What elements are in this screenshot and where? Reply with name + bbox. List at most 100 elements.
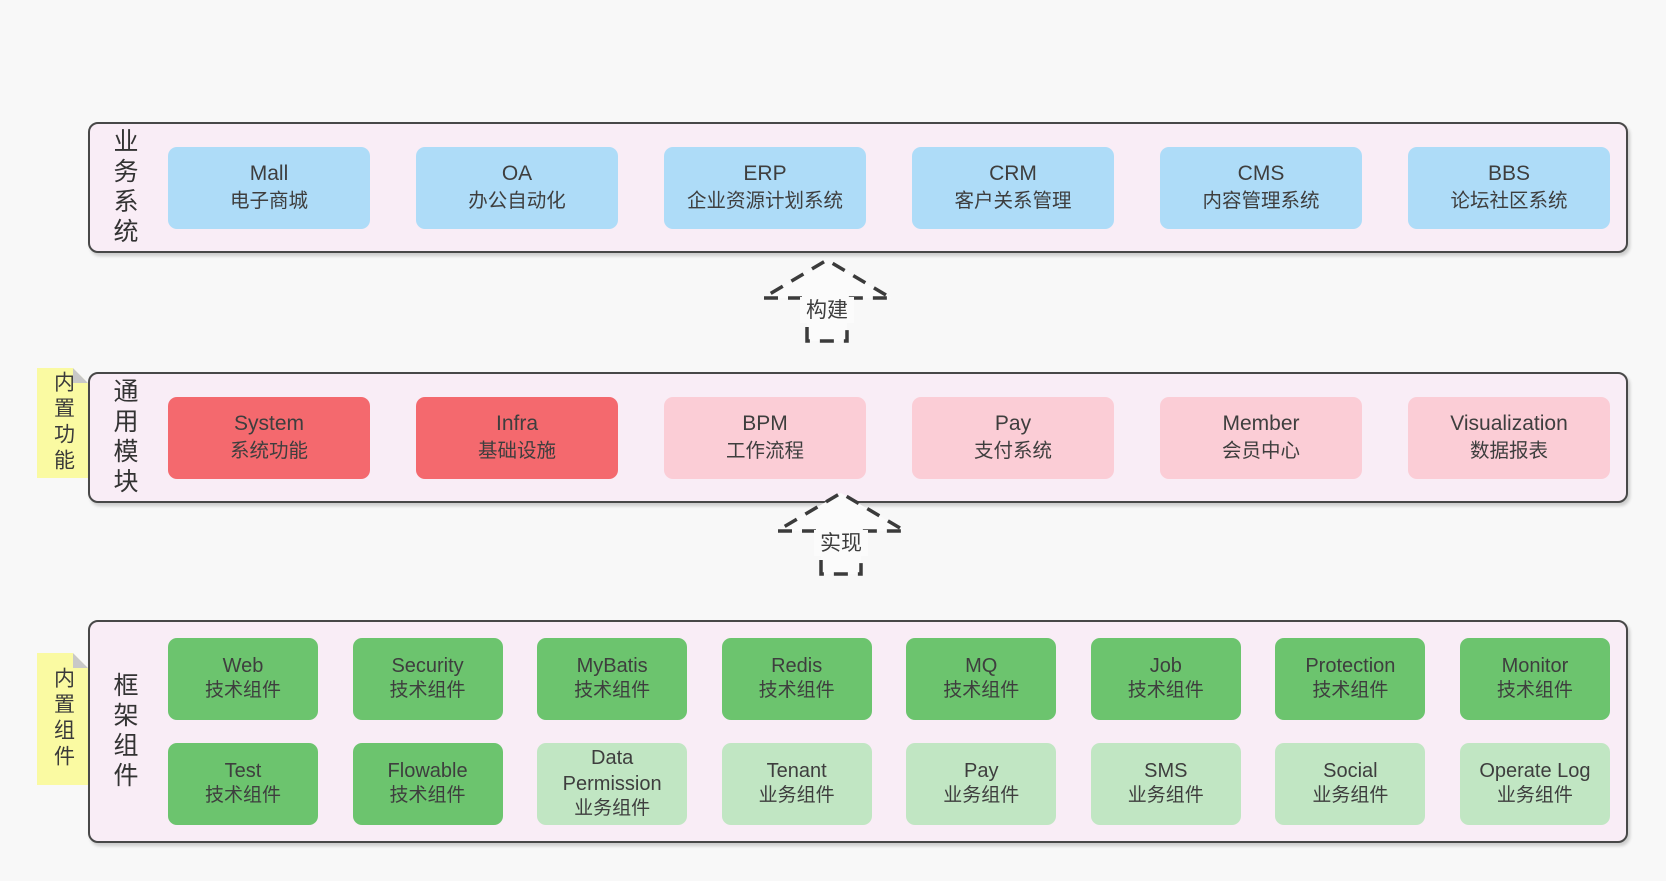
box-desc: 业务组件 [1496, 785, 1573, 807]
box-mall: Mall 电子商城 [168, 146, 370, 229]
box-desc: 数据报表 [1469, 440, 1548, 463]
box-pay: Pay 支付系统 [912, 396, 1114, 479]
box-desc: 企业资源计划系统 [686, 190, 843, 213]
implement-arrow: 实现 [770, 487, 912, 577]
box-name: Tenant [766, 759, 827, 782]
box-mybatis: MyBatis 技术组件 [537, 638, 688, 720]
box-operate-log: Operate Log 业务组件 [1459, 743, 1610, 825]
sticky-note-label: 内置组件 [51, 667, 75, 771]
box-data-permission: Data Permission 业务组件 [537, 743, 688, 825]
box-name: Redis [771, 654, 823, 677]
box-mq: MQ 技术组件 [906, 638, 1057, 720]
box-web: Web 技术组件 [168, 638, 318, 720]
box-name: Mall [249, 162, 289, 186]
box-name: Operate Log [1479, 759, 1591, 782]
box-name: Test [224, 759, 262, 782]
box-desc: 办公自动化 [468, 190, 566, 213]
box-desc: 电子商城 [229, 190, 308, 213]
box-oa: OA 办公自动化 [416, 146, 618, 229]
box-tenant: Tenant 业务组件 [721, 743, 872, 825]
box-infra: Infra 基础设施 [416, 396, 618, 479]
box-name: MyBatis [576, 654, 648, 677]
box-desc: 支付系统 [973, 440, 1052, 463]
box-name: ERP [743, 162, 787, 186]
box-name: Pay [994, 412, 1032, 436]
box-social: Social 业务组件 [1275, 743, 1426, 825]
box-erp: ERP 企业资源计划系统 [664, 146, 866, 229]
box-desc: 客户关系管理 [954, 190, 1072, 213]
box-desc: 工作流程 [725, 440, 804, 463]
box-name: Web [222, 654, 264, 677]
box-name: BPM [742, 412, 788, 436]
box-redis: Redis 技术组件 [721, 638, 872, 720]
box-desc: 业务组件 [943, 785, 1020, 807]
box-desc: 会员中心 [1221, 440, 1300, 463]
box-security: Security 技术组件 [352, 638, 503, 720]
box-member: Member 会员中心 [1160, 396, 1362, 479]
box-desc: 业务组件 [574, 798, 651, 820]
panel-title-framework-components: 框架组件 [110, 671, 138, 792]
box-protection: Protection 技术组件 [1275, 638, 1426, 720]
box-visualization: Visualization 数据报表 [1408, 396, 1610, 479]
box-name: Job [1149, 654, 1182, 677]
box-name: CMS [1237, 162, 1285, 186]
sticky-note-built-in-components: 内置组件 [37, 653, 88, 785]
box-name: CRM [989, 162, 1037, 186]
common-modules-row: System 系统功能 Infra 基础设施 BPM 工作流程 Pay 支付系统… [142, 374, 1626, 501]
dashed-up-arrow-icon: 实现 [770, 490, 912, 576]
box-desc: 技术组件 [389, 785, 466, 807]
common-modules-panel: 通用模块 System 系统功能 Infra 基础设施 BPM 工作流程 Pay… [88, 372, 1628, 503]
box-name: BBS [1487, 162, 1531, 186]
box-test: Test 技术组件 [168, 743, 318, 825]
box-name: Visualization [1450, 412, 1568, 436]
sticky-note-label: 内置功能 [51, 371, 75, 475]
box-job: Job 技术组件 [1090, 638, 1241, 720]
box-name: Member [1222, 412, 1300, 436]
box-desc: 技术组件 [1312, 680, 1389, 702]
biz-components-row: Test 技术组件 Flowable 技术组件 Data Permission … [168, 743, 1610, 825]
box-bbs: BBS 论坛社区系统 [1408, 146, 1610, 229]
box-desc: 系统功能 [229, 440, 308, 463]
box-name: MQ [965, 654, 998, 677]
box-monitor: Monitor 技术组件 [1459, 638, 1610, 720]
box-system: System 系统功能 [168, 396, 370, 479]
box-desc: 技术组件 [204, 785, 281, 807]
box-name: Data Permission [562, 747, 662, 795]
box-desc: 技术组件 [943, 680, 1020, 702]
box-pay-component: Pay 业务组件 [906, 743, 1057, 825]
box-name: Infra [495, 412, 539, 436]
build-arrow-label: 构建 [806, 299, 848, 322]
box-desc: 技术组件 [1496, 680, 1573, 702]
box-name: Social [1323, 759, 1378, 782]
box-name: Security [391, 654, 464, 677]
box-cms: CMS 内容管理系统 [1160, 146, 1362, 229]
box-flowable: Flowable 技术组件 [352, 743, 503, 825]
box-desc: 业务组件 [758, 785, 835, 807]
business-systems-panel: 业务系统 Mall 电子商城 OA 办公自动化 ERP 企业资源计划系统 CRM… [88, 122, 1628, 253]
box-name: SMS [1144, 759, 1188, 782]
box-name: System [233, 412, 304, 436]
box-bpm: BPM 工作流程 [664, 396, 866, 479]
build-arrow: 构建 [756, 254, 898, 344]
box-desc: 技术组件 [574, 680, 651, 702]
box-name: Monitor [1501, 654, 1569, 677]
business-systems-row: Mall 电子商城 OA 办公自动化 ERP 企业资源计划系统 CRM 客户关系… [142, 124, 1626, 251]
box-name: OA [501, 162, 533, 186]
box-desc: 技术组件 [758, 680, 835, 702]
box-desc: 论坛社区系统 [1450, 190, 1568, 213]
framework-components-grid: Web 技术组件 Security 技术组件 MyBatis 技术组件 Redi… [142, 622, 1626, 841]
box-desc: 基础设施 [477, 440, 556, 463]
panel-title-common-modules: 通用模块 [110, 377, 138, 498]
box-name: Pay [964, 759, 999, 782]
box-name: Flowable [387, 759, 468, 782]
box-name: Protection [1305, 654, 1396, 677]
box-desc: 技术组件 [204, 680, 281, 702]
sticky-note-built-in-features: 内置功能 [37, 368, 88, 478]
framework-components-panel: 框架组件 Web 技术组件 Security 技术组件 MyBatis 技术组件… [88, 620, 1628, 843]
tech-components-row: Web 技术组件 Security 技术组件 MyBatis 技术组件 Redi… [168, 638, 1610, 720]
box-desc: 内容管理系统 [1202, 190, 1320, 213]
panel-title-business-systems: 业务系统 [110, 127, 138, 248]
box-desc: 技术组件 [389, 680, 466, 702]
implement-arrow-label: 实现 [820, 532, 862, 555]
